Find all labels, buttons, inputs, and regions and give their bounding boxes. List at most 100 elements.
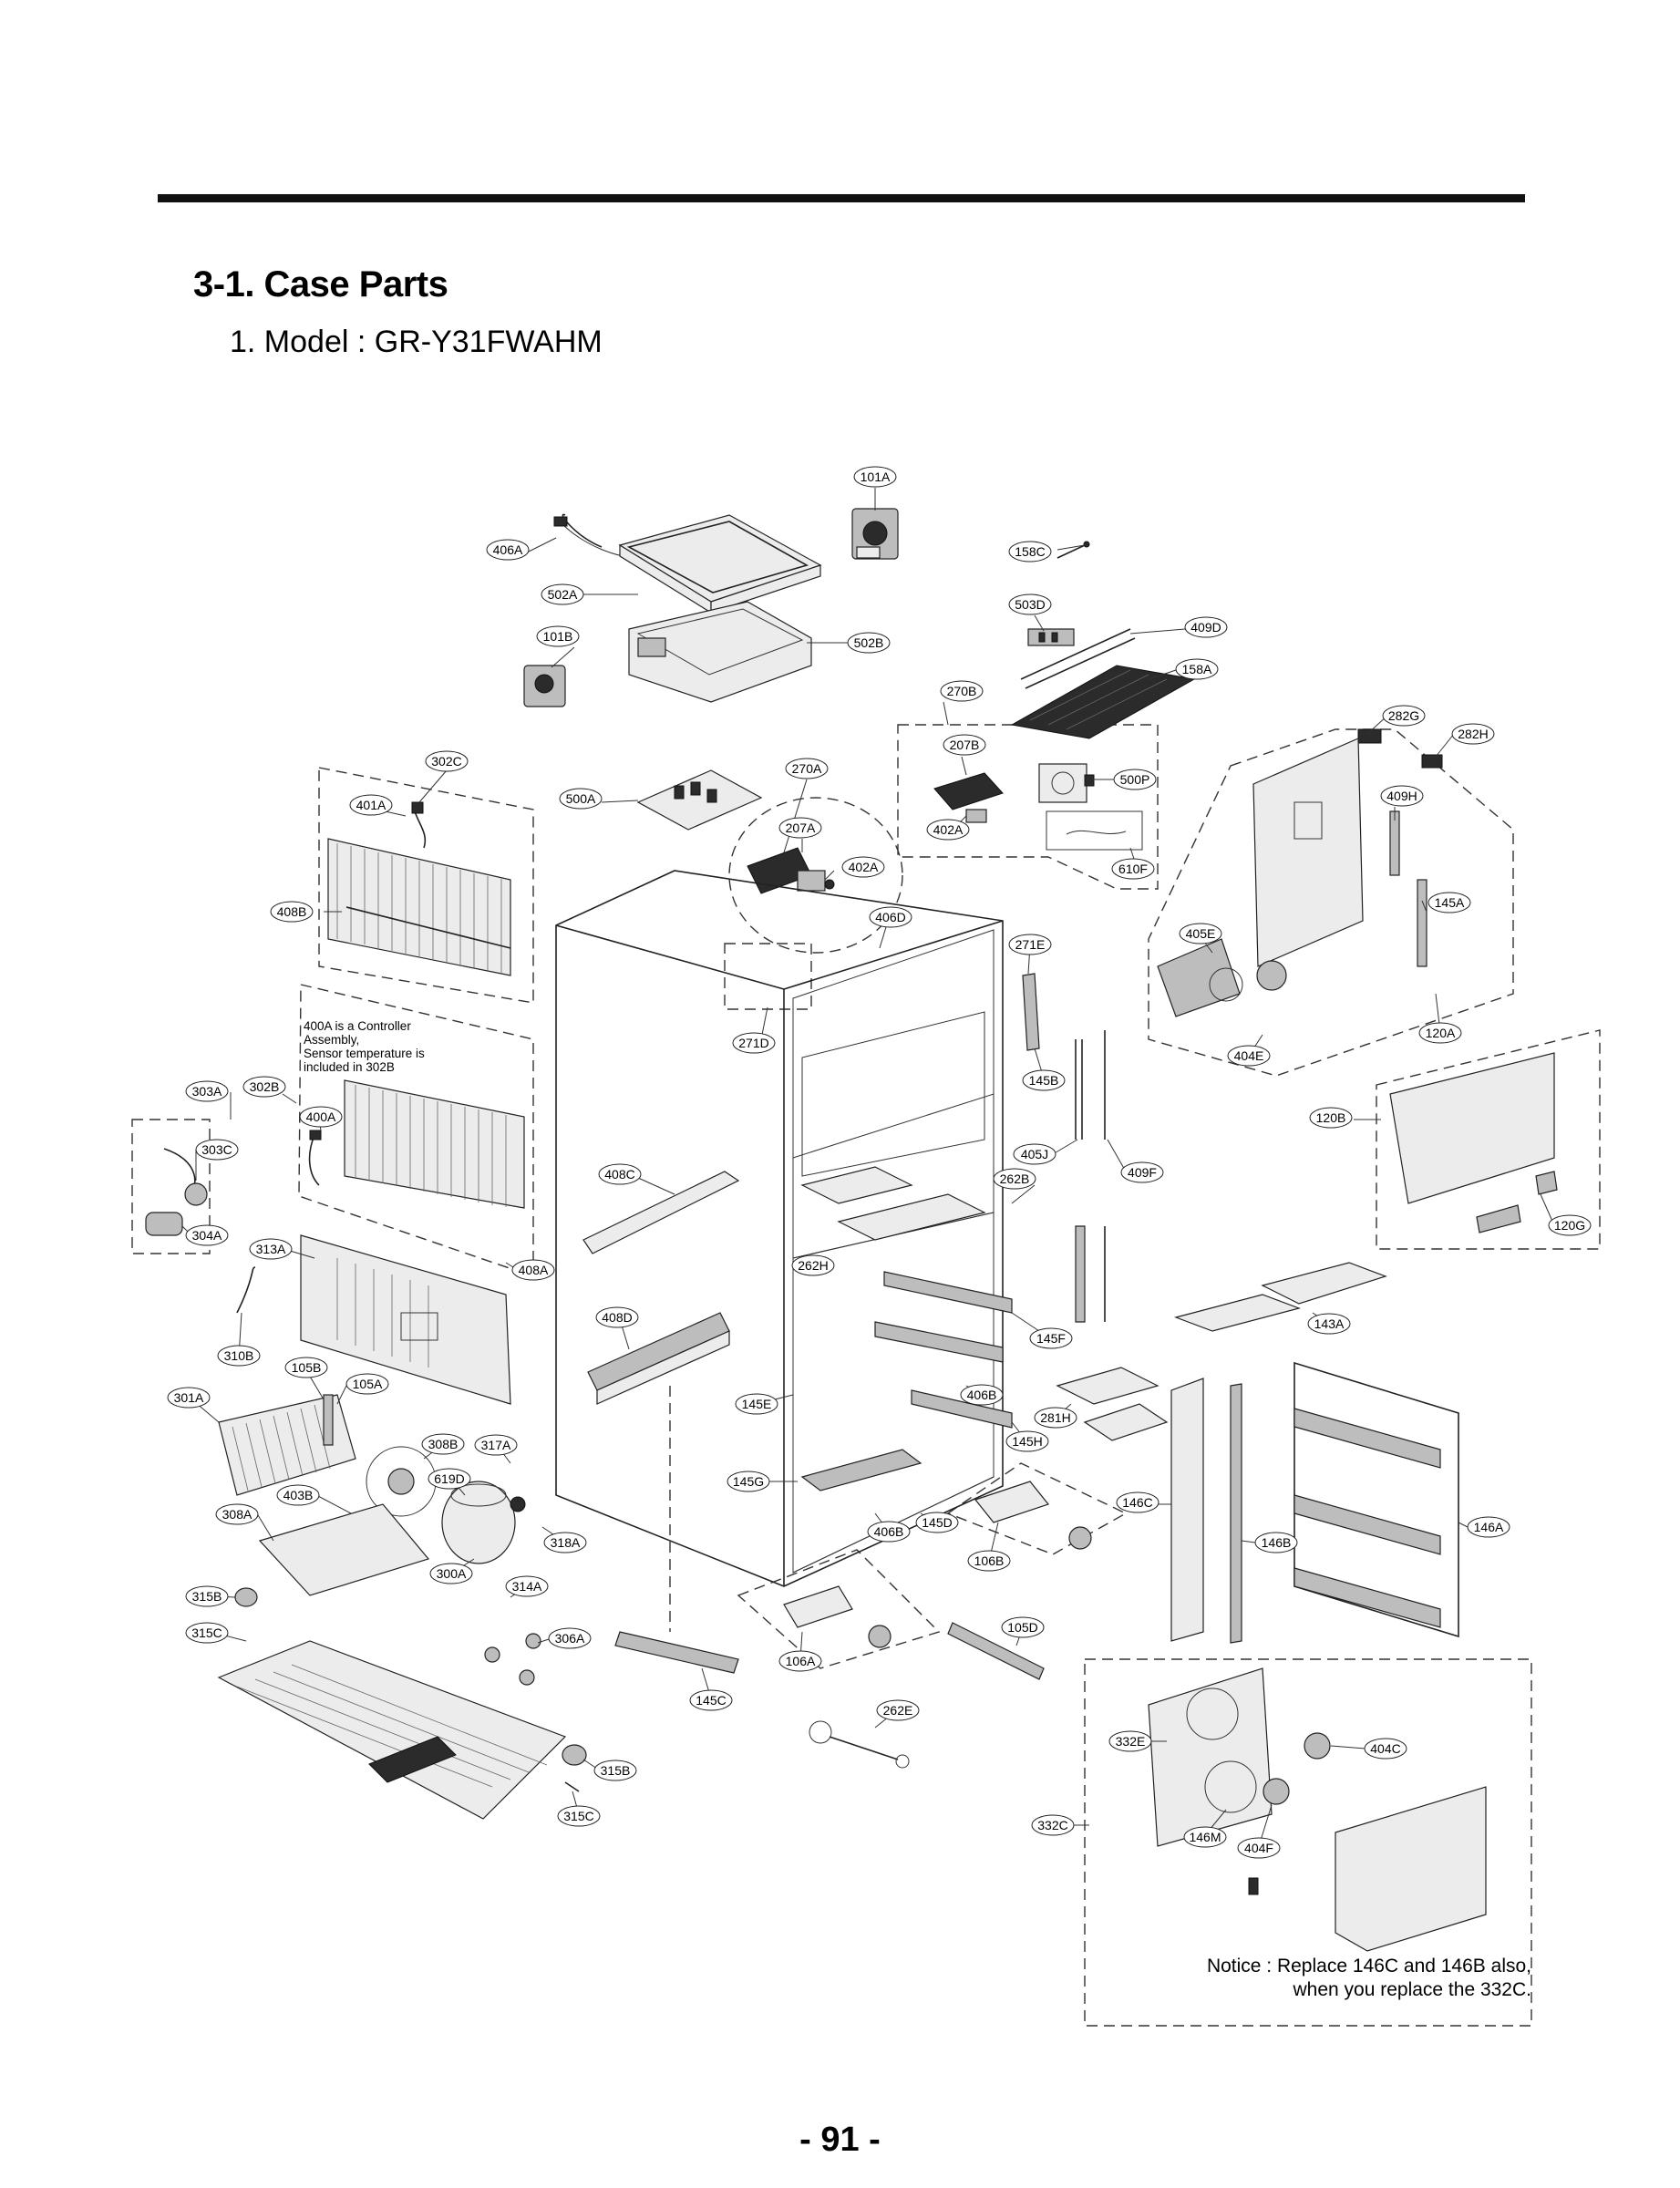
callout-146a-label: 146A [1474, 1520, 1504, 1534]
callout-146m: 146M [1183, 1826, 1227, 1848]
callout-270a: 270A [785, 758, 829, 779]
callout-158a: 158A [1175, 658, 1219, 680]
callout-271d: 271D [732, 1032, 776, 1054]
callout-404e-label: 404E [1234, 1048, 1264, 1063]
callout-303a-label: 303A [192, 1084, 222, 1099]
callout-101a: 101A [853, 466, 897, 488]
callout-262b-label: 262B [1000, 1171, 1030, 1186]
part-303a [145, 1148, 208, 1236]
part-207a [747, 847, 835, 894]
part-500p [1038, 763, 1095, 803]
callout-101b-label: 101B [543, 629, 573, 644]
callout-405e-label: 405E [1186, 926, 1216, 941]
callout-281h: 281H [1034, 1407, 1077, 1429]
callout-282g-label: 282G [1388, 708, 1419, 723]
callout-106a-label: 106A [786, 1654, 816, 1668]
callout-408d: 408D [595, 1306, 639, 1328]
callout-404f-label: 404F [1244, 1841, 1273, 1855]
callout-106a: 106A [778, 1650, 822, 1672]
callout-120b: 120B [1309, 1107, 1353, 1129]
ice-tray-502b [628, 601, 812, 703]
callout-619d: 619D [428, 1468, 471, 1490]
callout-406d: 406D [869, 906, 912, 928]
callout-306a-label: 306A [555, 1631, 585, 1646]
callout-317a-label: 317A [481, 1438, 511, 1452]
callout-313a-label: 313A [256, 1242, 286, 1256]
callout-404c: 404C [1364, 1738, 1407, 1760]
callout-406b-top: 406B [960, 1384, 1004, 1406]
part-408d [587, 1312, 730, 1405]
callout-406d-label: 406D [875, 910, 905, 924]
callout-402a-top: 402A [926, 819, 970, 841]
callout-408c-label: 408C [604, 1167, 634, 1182]
callout-404f: 404F [1237, 1837, 1281, 1859]
rail-lower [1075, 1225, 1086, 1323]
part-158c [1056, 541, 1090, 559]
door-146a [1293, 1361, 1459, 1638]
callout-500p-label: 500P [1120, 772, 1150, 787]
cabinet-shelves [800, 1271, 1013, 1491]
filter-158a [1010, 665, 1196, 739]
callout-207a-label: 207A [786, 820, 816, 835]
part-120a [1157, 738, 1427, 1017]
section-title: 3-1. Case Parts [193, 264, 448, 304]
callout-500p: 500P [1113, 769, 1157, 790]
callout-303c-label: 303C [201, 1142, 232, 1157]
callout-409d: 409D [1184, 616, 1228, 638]
callout-145b: 145B [1022, 1069, 1066, 1091]
callout-145b-label: 145B [1029, 1073, 1059, 1088]
compressor-300a [441, 1481, 526, 1564]
callout-408c: 408C [598, 1163, 642, 1185]
callout-310b-label: 310B [224, 1348, 254, 1363]
note-400a-line-2: Assembly, [304, 1033, 360, 1047]
part-101b [523, 665, 566, 707]
callout-332c: 332C [1031, 1814, 1075, 1836]
callout-120b-label: 120B [1316, 1110, 1346, 1125]
callout-500a: 500A [559, 788, 603, 810]
callout-145d-label: 145D [922, 1515, 952, 1530]
group-271d [724, 943, 812, 1010]
callout-300a: 300A [429, 1563, 473, 1584]
callout-145g: 145G [727, 1471, 770, 1492]
part-306a [484, 1633, 541, 1686]
callout-408d-label: 408D [602, 1310, 632, 1325]
part-409d [1020, 628, 1136, 689]
group-303a [131, 1119, 211, 1254]
note-400a-line-1: 400A is a Controller [304, 1019, 411, 1033]
callout-207b: 207B [943, 734, 986, 756]
callout-500a-label: 500A [566, 791, 596, 806]
callout-145h: 145H [1005, 1430, 1049, 1452]
condenser-301a [218, 1394, 356, 1496]
part-332c [1148, 1667, 1487, 1952]
callout-409f-label: 409F [1128, 1165, 1157, 1180]
part-106b [974, 1481, 1092, 1550]
group-106a [737, 1549, 941, 1669]
callout-120a-label: 120A [1426, 1026, 1456, 1040]
note-400a-line-4: included in 302B [304, 1060, 395, 1074]
header-rule [158, 194, 1525, 202]
ice-bin-502a [553, 513, 822, 614]
callout-145e: 145E [735, 1393, 778, 1415]
pcb-500a [636, 769, 763, 831]
callout-409d-label: 409D [1190, 620, 1221, 635]
group-106b [946, 1462, 1128, 1555]
part-105d [947, 1622, 1045, 1680]
callout-270a-label: 270A [792, 761, 822, 776]
callout-408b-label: 408B [277, 904, 307, 919]
callout-400a: 400A [299, 1106, 343, 1128]
callout-315c-label: 315C [563, 1809, 593, 1823]
callout-143a: 143A [1307, 1313, 1351, 1335]
callout-271e: 271E [1008, 934, 1052, 955]
callout-158a-label: 158A [1182, 662, 1212, 676]
callout-270b: 270B [940, 680, 984, 702]
group-120a [1148, 728, 1514, 1077]
callouts: 101A 406A 158C 502A 503D 101B 502B 409D … [167, 466, 1592, 1859]
panel-120b [1389, 1052, 1558, 1233]
callout-145c: 145C [689, 1689, 733, 1711]
callout-408a-label: 408A [519, 1263, 549, 1277]
callout-401a: 401A [349, 794, 393, 816]
part-315b-top [234, 1587, 258, 1607]
callout-405j: 405J [1013, 1143, 1056, 1165]
part-308a [258, 1503, 430, 1596]
callout-315c: 315C [557, 1805, 601, 1827]
